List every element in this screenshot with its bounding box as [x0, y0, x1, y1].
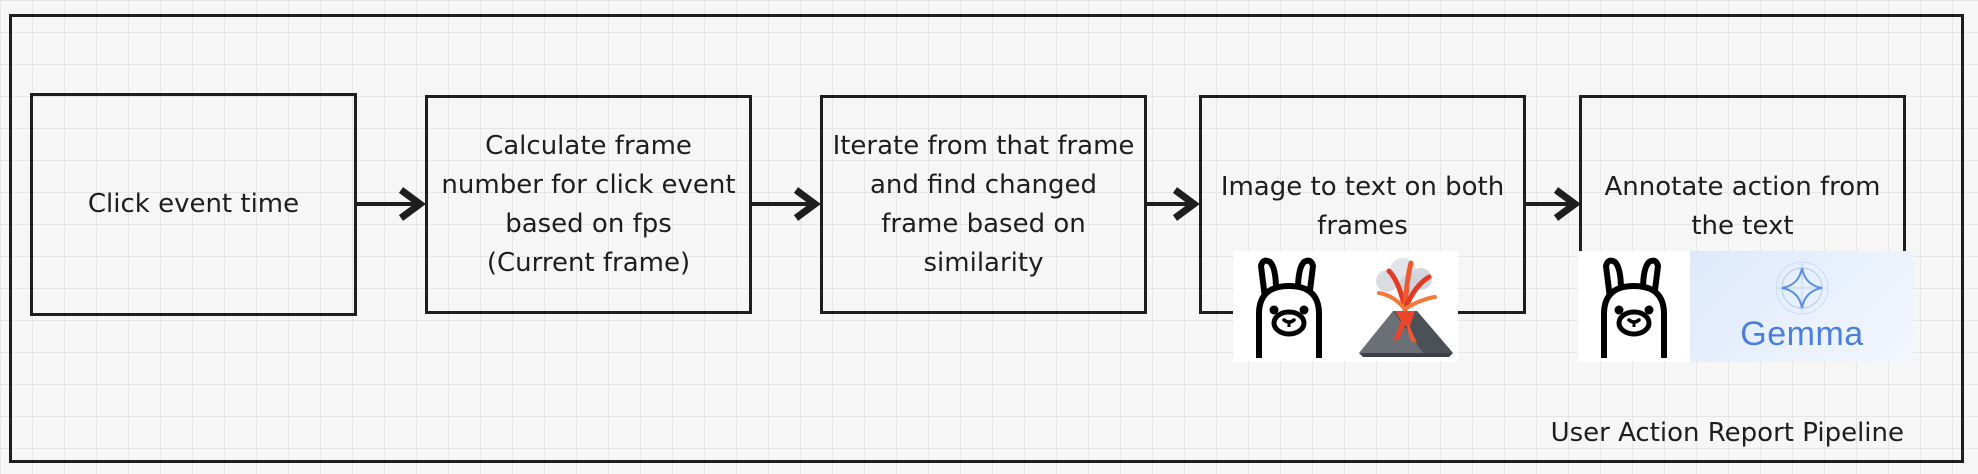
gemma-sparkle-icon [1775, 261, 1829, 315]
diagram-title: User Action Report Pipeline [1550, 418, 1904, 448]
step-2-text: Calculate frame number for click event b… [441, 127, 735, 283]
gemma-wordmark: Gemma [1740, 315, 1864, 353]
step-2-line-1: Calculate frame [485, 130, 692, 161]
step-4-text: Image to text on both frames [1221, 168, 1504, 246]
step-5-text: Annotate action from the text [1604, 168, 1880, 246]
arrow-step4-to-step5 [1526, 187, 1581, 221]
step-3-line-2: and find changed [870, 169, 1097, 200]
step-3-text: Iterate from that frame and find changed… [833, 127, 1135, 283]
arrow-step3-to-step4 [1147, 187, 1200, 221]
step-box-calculate-frame-number[interactable]: Calculate frame number for click event b… [425, 95, 752, 314]
step-1-text: Click event time [88, 185, 299, 224]
step-3-line-4: similarity [923, 247, 1044, 278]
step-2-line-2: number for click event [441, 169, 736, 200]
step-5-line-1: Annotate action from [1604, 172, 1881, 202]
step-4-line-2: frames [1317, 211, 1408, 241]
step-4-line-1: Image to text on both [1220, 172, 1505, 202]
step-3-line-1: Iterate from that frame [832, 130, 1135, 161]
arrow-step1-to-step2 [357, 187, 426, 221]
step-2-line-4: (Current frame) [486, 247, 691, 278]
step-box-annotate-action[interactable]: Annotate action from the text [1579, 95, 1906, 314]
step-box-find-changed-frame[interactable]: Iterate from that frame and find changed… [820, 95, 1147, 314]
llama-logo-icon [1256, 257, 1322, 358]
llama-logo-icon [1601, 257, 1667, 358]
step-1-line-1: Click event time [87, 189, 300, 219]
volcano-icon [1359, 258, 1453, 357]
arrow-step2-to-step3 [752, 187, 821, 221]
pipeline-frame [9, 14, 1964, 463]
step-box-click-event-time[interactable]: Click event time [30, 93, 357, 316]
step-5-line-2: the text [1691, 211, 1794, 241]
step4-logo-strip [1233, 251, 1458, 362]
step-3-line-3: frame based on [881, 208, 1086, 239]
step-2-line-3: based on fps [505, 208, 672, 239]
step5-llama-tile [1578, 251, 1690, 362]
gemma-logo: Gemma [1690, 251, 1914, 362]
